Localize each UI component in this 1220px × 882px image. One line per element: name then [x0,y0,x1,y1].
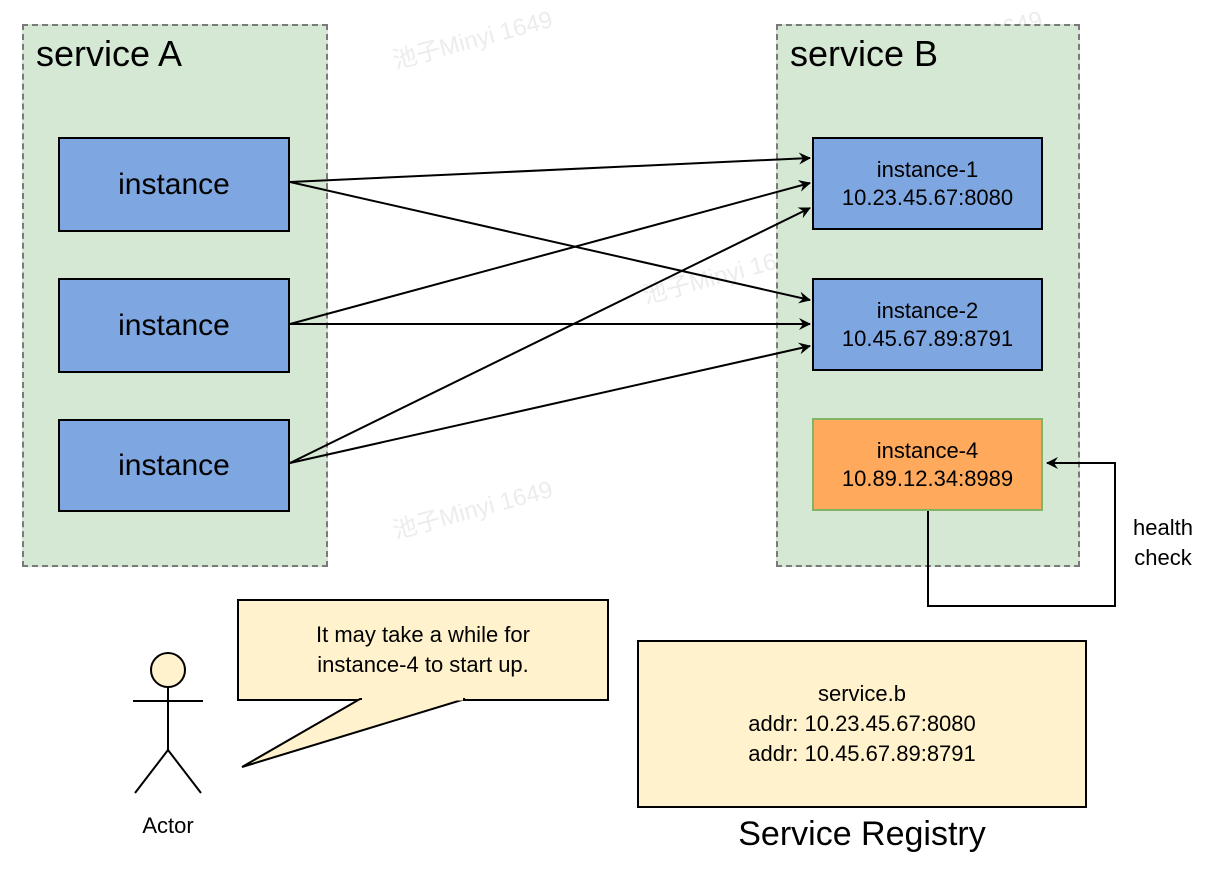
health-check-line-1: health [1133,515,1193,540]
instance-addr: 10.45.67.89:8791 [841,325,1014,351]
instance-addr: 10.23.45.67:8080 [841,184,1014,210]
arrow-a3-b2 [289,342,811,464]
service-registry-box: service.b addr: 10.23.45.67:8080 addr: 1… [637,640,1087,808]
service-registry-caption: Service Registry [738,815,986,853]
service-b-instance-4[interactable]: instance-4 10.89.12.34:8989 [812,418,1043,511]
instance-label: instance [118,448,230,482]
actor-label: Actor [142,813,194,838]
instance-label: instance [118,308,230,342]
instance-name: instance-2 [876,297,979,323]
callout-line-1: It may take a while for [316,622,530,647]
arrow-a3-b1 [289,207,811,464]
registry-service-name: service.b [817,681,907,706]
registry-addr-1: addr: 10.23.45.67:8080 [748,711,976,736]
instance-label: instance [118,167,230,201]
registry-addr-2: addr: 10.45.67.89:8791 [748,741,976,766]
service-a-instance-2[interactable]: instance [58,278,290,373]
service-a-instance-1[interactable]: instance [58,137,290,232]
watermark: 池子Minyi 1649 [390,6,556,75]
arrow-a1-b1 [289,152,811,183]
watermark: 池子Minyi 1649 [390,476,556,545]
health-check-label: health check [1118,513,1208,573]
actor-head [150,652,186,688]
actor-figure [133,652,203,794]
service-b-title: service B [790,33,939,74]
service-a-title: service A [36,33,183,74]
service-b-instance-2[interactable]: instance-2 10.45.67.89:8791 [812,278,1043,371]
instance-name: instance-4 [876,437,979,463]
service-b-instance-1[interactable]: instance-1 10.23.45.67:8080 [812,137,1043,230]
callout-note: It may take a while for instance-4 to st… [237,599,609,701]
service-a-instance-3[interactable]: instance [58,419,290,512]
callout-line-2: instance-4 to start up. [317,652,529,677]
instance-addr: 10.89.12.34:8989 [841,465,1014,491]
callout-tail [241,698,466,768]
health-check-line-2: check [1134,545,1192,570]
instance-name: instance-1 [876,156,979,182]
